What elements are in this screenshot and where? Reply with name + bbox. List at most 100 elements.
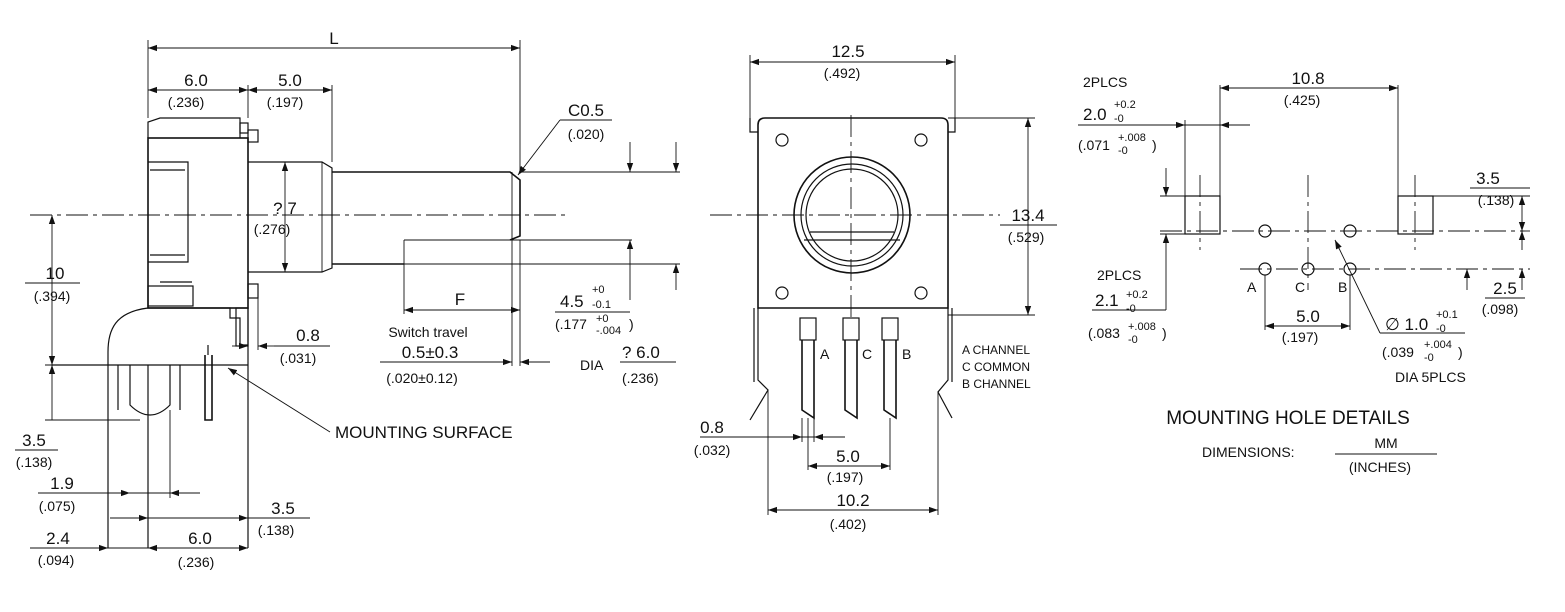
dim-4-5: 4.5 (560, 292, 584, 311)
dim-2-5-in: (.098) (1482, 301, 1519, 317)
front-terminals (799, 317, 899, 420)
dim-travel-in: (.020±0.12) (386, 370, 458, 386)
dim-3-5-hole: 3.5 (1476, 169, 1500, 188)
dim-shaft-dia-in: (.276) (254, 221, 291, 237)
dim-3-5-left: 3.5 (22, 431, 46, 450)
dim-dia-1-0-in-sub: -0 (1424, 352, 1434, 364)
dim-5-0-top-in: (.197) (267, 94, 304, 110)
hole-c (1301, 262, 1315, 276)
dim-0-8-side-in: (.031) (280, 350, 317, 366)
dim-travel: 0.5±0.3 (402, 343, 459, 362)
dim-c0-5: C0.5 (568, 101, 604, 120)
dim-4-5-in-close: ) (629, 316, 634, 332)
legend-b-channel: B CHANNEL (962, 377, 1031, 391)
dim-dia-1-0: ∅ 1.0 (1385, 315, 1428, 334)
dim-6-0-top-in: (.236) (168, 94, 205, 110)
front-pin-b: B (902, 346, 911, 362)
dim-2-0-sup: +0.2 (1114, 99, 1136, 111)
dia-5plcs: DIA 5PLCS (1395, 369, 1466, 385)
dim-2-1-in-sup: +.008 (1128, 321, 1156, 333)
dim-1-9-in: (.075) (39, 498, 76, 514)
dim-3-5-right: 3.5 (271, 499, 295, 518)
dim-dia-1-0-sub: -0 (1436, 323, 1446, 335)
dim-4-5-sub: -0.1 (592, 299, 611, 311)
dim-L: L (329, 29, 338, 48)
dim-0-8-side: 0.8 (296, 326, 320, 345)
side-body (52, 117, 521, 548)
dim-5-0-front: 5.0 (836, 447, 860, 466)
dim-10: 10 (46, 264, 65, 283)
dim-2-1-sub: -0 (1126, 303, 1136, 315)
hole-a-label: A (1247, 279, 1257, 295)
dim-2-1-in-close: ) (1162, 325, 1167, 341)
dim-13-4-in: (.529) (1008, 229, 1045, 245)
dim-6-0-bot-in: (.236) (178, 554, 215, 570)
dim-2-4-in: (.094) (38, 552, 75, 568)
dim-F: F (455, 290, 465, 309)
dim-2-0-in-close: ) (1152, 137, 1157, 153)
hole-top-left (1258, 224, 1272, 238)
dim-0-8-front: 0.8 (700, 418, 724, 437)
dimensions-unit-inches: (INCHES) (1349, 459, 1411, 475)
hole-details: A C B 2PLCS 2.0 +0.2 -0 (.071 +.008 -0 )… (1078, 69, 1530, 475)
dimensions-unit-mm: MM (1374, 435, 1397, 451)
front-pin-a: A (820, 346, 830, 362)
dim-10-in: (.394) (34, 288, 71, 304)
dim-10-8-in: (.425) (1284, 92, 1321, 108)
dim-10-2: 10.2 (836, 491, 869, 510)
dim-dia-1-0-in-close: ) (1458, 344, 1463, 360)
hole-c-label: C (1295, 279, 1305, 295)
dim-2-0-sub: -0 (1114, 113, 1124, 125)
dim-12-5: 12.5 (831, 42, 864, 61)
dim-5-0-front-in: (.197) (827, 469, 864, 485)
dim-2-0: 2.0 (1083, 105, 1107, 124)
dim-c0-5-in: (.020) (568, 126, 605, 142)
dim-2-1-sup: +0.2 (1126, 289, 1148, 301)
hole-details-title: MOUNTING HOLE DETAILS (1166, 408, 1410, 429)
dim-13-4: 13.4 (1011, 206, 1044, 225)
plcs2-top: 2PLCS (1083, 74, 1127, 90)
dim-2-0-in-sup: +.008 (1118, 132, 1146, 144)
slot-left (1184, 195, 1221, 235)
dim-2-1-in-sub: -0 (1128, 334, 1138, 346)
slot-right (1397, 195, 1434, 235)
dim-2-1-in: (.083 (1088, 325, 1120, 341)
dim-5-0-hole: 5.0 (1296, 307, 1320, 326)
legend-c-common: C COMMON (962, 360, 1030, 374)
dim-6-0-top: 6.0 (184, 71, 208, 90)
switch-travel-label: Switch travel (388, 324, 467, 340)
dimensions-label: DIMENSIONS: (1202, 444, 1295, 460)
dim-dia-6-0: ? 6.0 (622, 343, 660, 362)
dim-0-8-front-in: (.032) (694, 442, 731, 458)
dim-1-9: 1.9 (50, 474, 74, 493)
dim-10-8: 10.8 (1291, 69, 1324, 88)
dim-10-2-in: (.402) (830, 516, 867, 532)
dim-3-5-left-in: (.138) (16, 454, 53, 470)
dim-2-1: 2.1 (1095, 291, 1119, 310)
dim-6-0-bot: 6.0 (188, 529, 212, 548)
dim-dia-1-0-sup: +0.1 (1436, 309, 1458, 321)
dim-2-4: 2.4 (46, 529, 70, 548)
dim-5-0-top: 5.0 (278, 71, 302, 90)
front-bushing (793, 156, 911, 274)
dim-shaft-dia: ? 7 (273, 199, 297, 218)
dim-dia-1-0-in-sup: +.004 (1424, 339, 1452, 351)
dim-2-5: 2.5 (1493, 279, 1517, 298)
dim-3-5-right-in: (.138) (258, 522, 295, 538)
plcs2-bot: 2PLCS (1097, 267, 1141, 283)
dim-3-5-hole-in: (.138) (1478, 192, 1515, 208)
side-view: L 6.0 (.236) 5.0 (.197) C0.5 (.020) ? 7 … (15, 29, 680, 570)
hole-top-right (1343, 224, 1357, 238)
dim-4-5-sup: +0 (592, 284, 605, 296)
dia-label: DIA (580, 357, 604, 373)
front-pin-c: C (862, 346, 872, 362)
dim-4-5-in: (.177 (555, 316, 587, 332)
hole-b-label: B (1338, 279, 1347, 295)
legend-a-channel: A CHANNEL (962, 343, 1030, 357)
dim-2-0-in: (.071 (1078, 137, 1110, 153)
dim-5-0-hole-in: (.197) (1282, 329, 1319, 345)
front-body (757, 117, 949, 309)
dim-4-5-in-sup: +0 (596, 313, 609, 325)
dim-4-5-in-sub: -.004 (596, 325, 621, 337)
